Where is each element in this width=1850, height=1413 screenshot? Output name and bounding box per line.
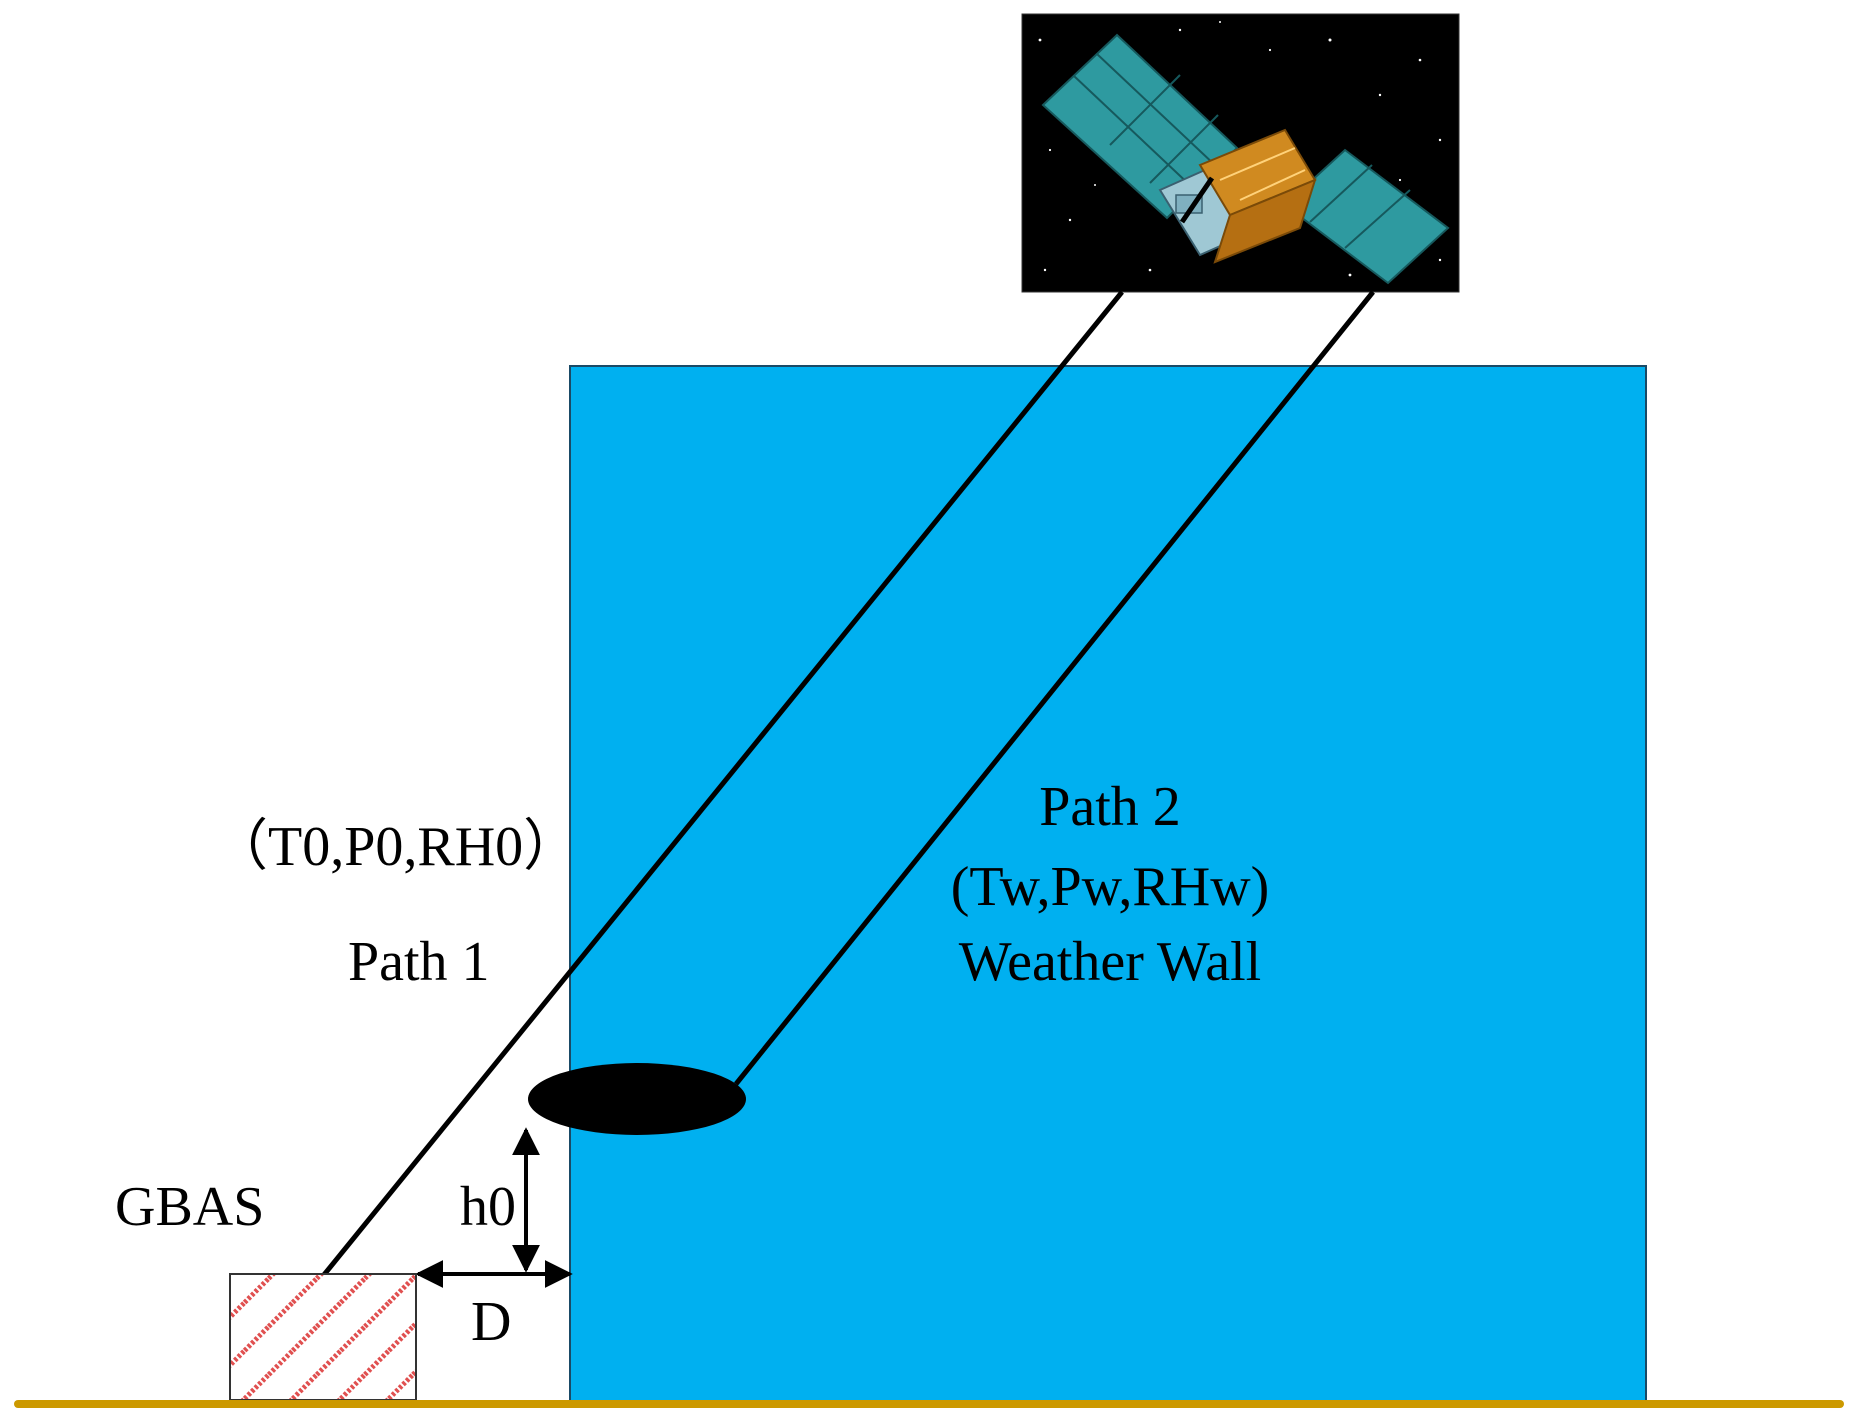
solar-panel-right <box>1283 148 1450 285</box>
satellite-antenna <box>1179 176 1215 224</box>
signal-path-2 <box>734 290 1375 1086</box>
weather-wall <box>569 365 1647 1404</box>
solar-panel-left <box>1041 33 1239 220</box>
path2-label: Path 2 <box>1039 776 1181 838</box>
signal-path-1 <box>321 290 1124 1278</box>
path1-label: Path 1 <box>348 931 490 993</box>
path2-params-label: (Tw,Pw,RHw) <box>951 856 1270 918</box>
d-label: D <box>471 1291 511 1353</box>
satellite-body <box>1158 128 1317 264</box>
weather-cell <box>528 1063 746 1135</box>
path1-params-label: （T0,P0,RH0） <box>212 816 579 878</box>
gbas-label: GBAS <box>115 1176 264 1238</box>
weather-wall-label: Weather Wall <box>959 931 1261 993</box>
gbas-station <box>229 1273 417 1401</box>
h0-label: h0 <box>460 1176 516 1238</box>
satellite-image <box>1021 13 1460 293</box>
